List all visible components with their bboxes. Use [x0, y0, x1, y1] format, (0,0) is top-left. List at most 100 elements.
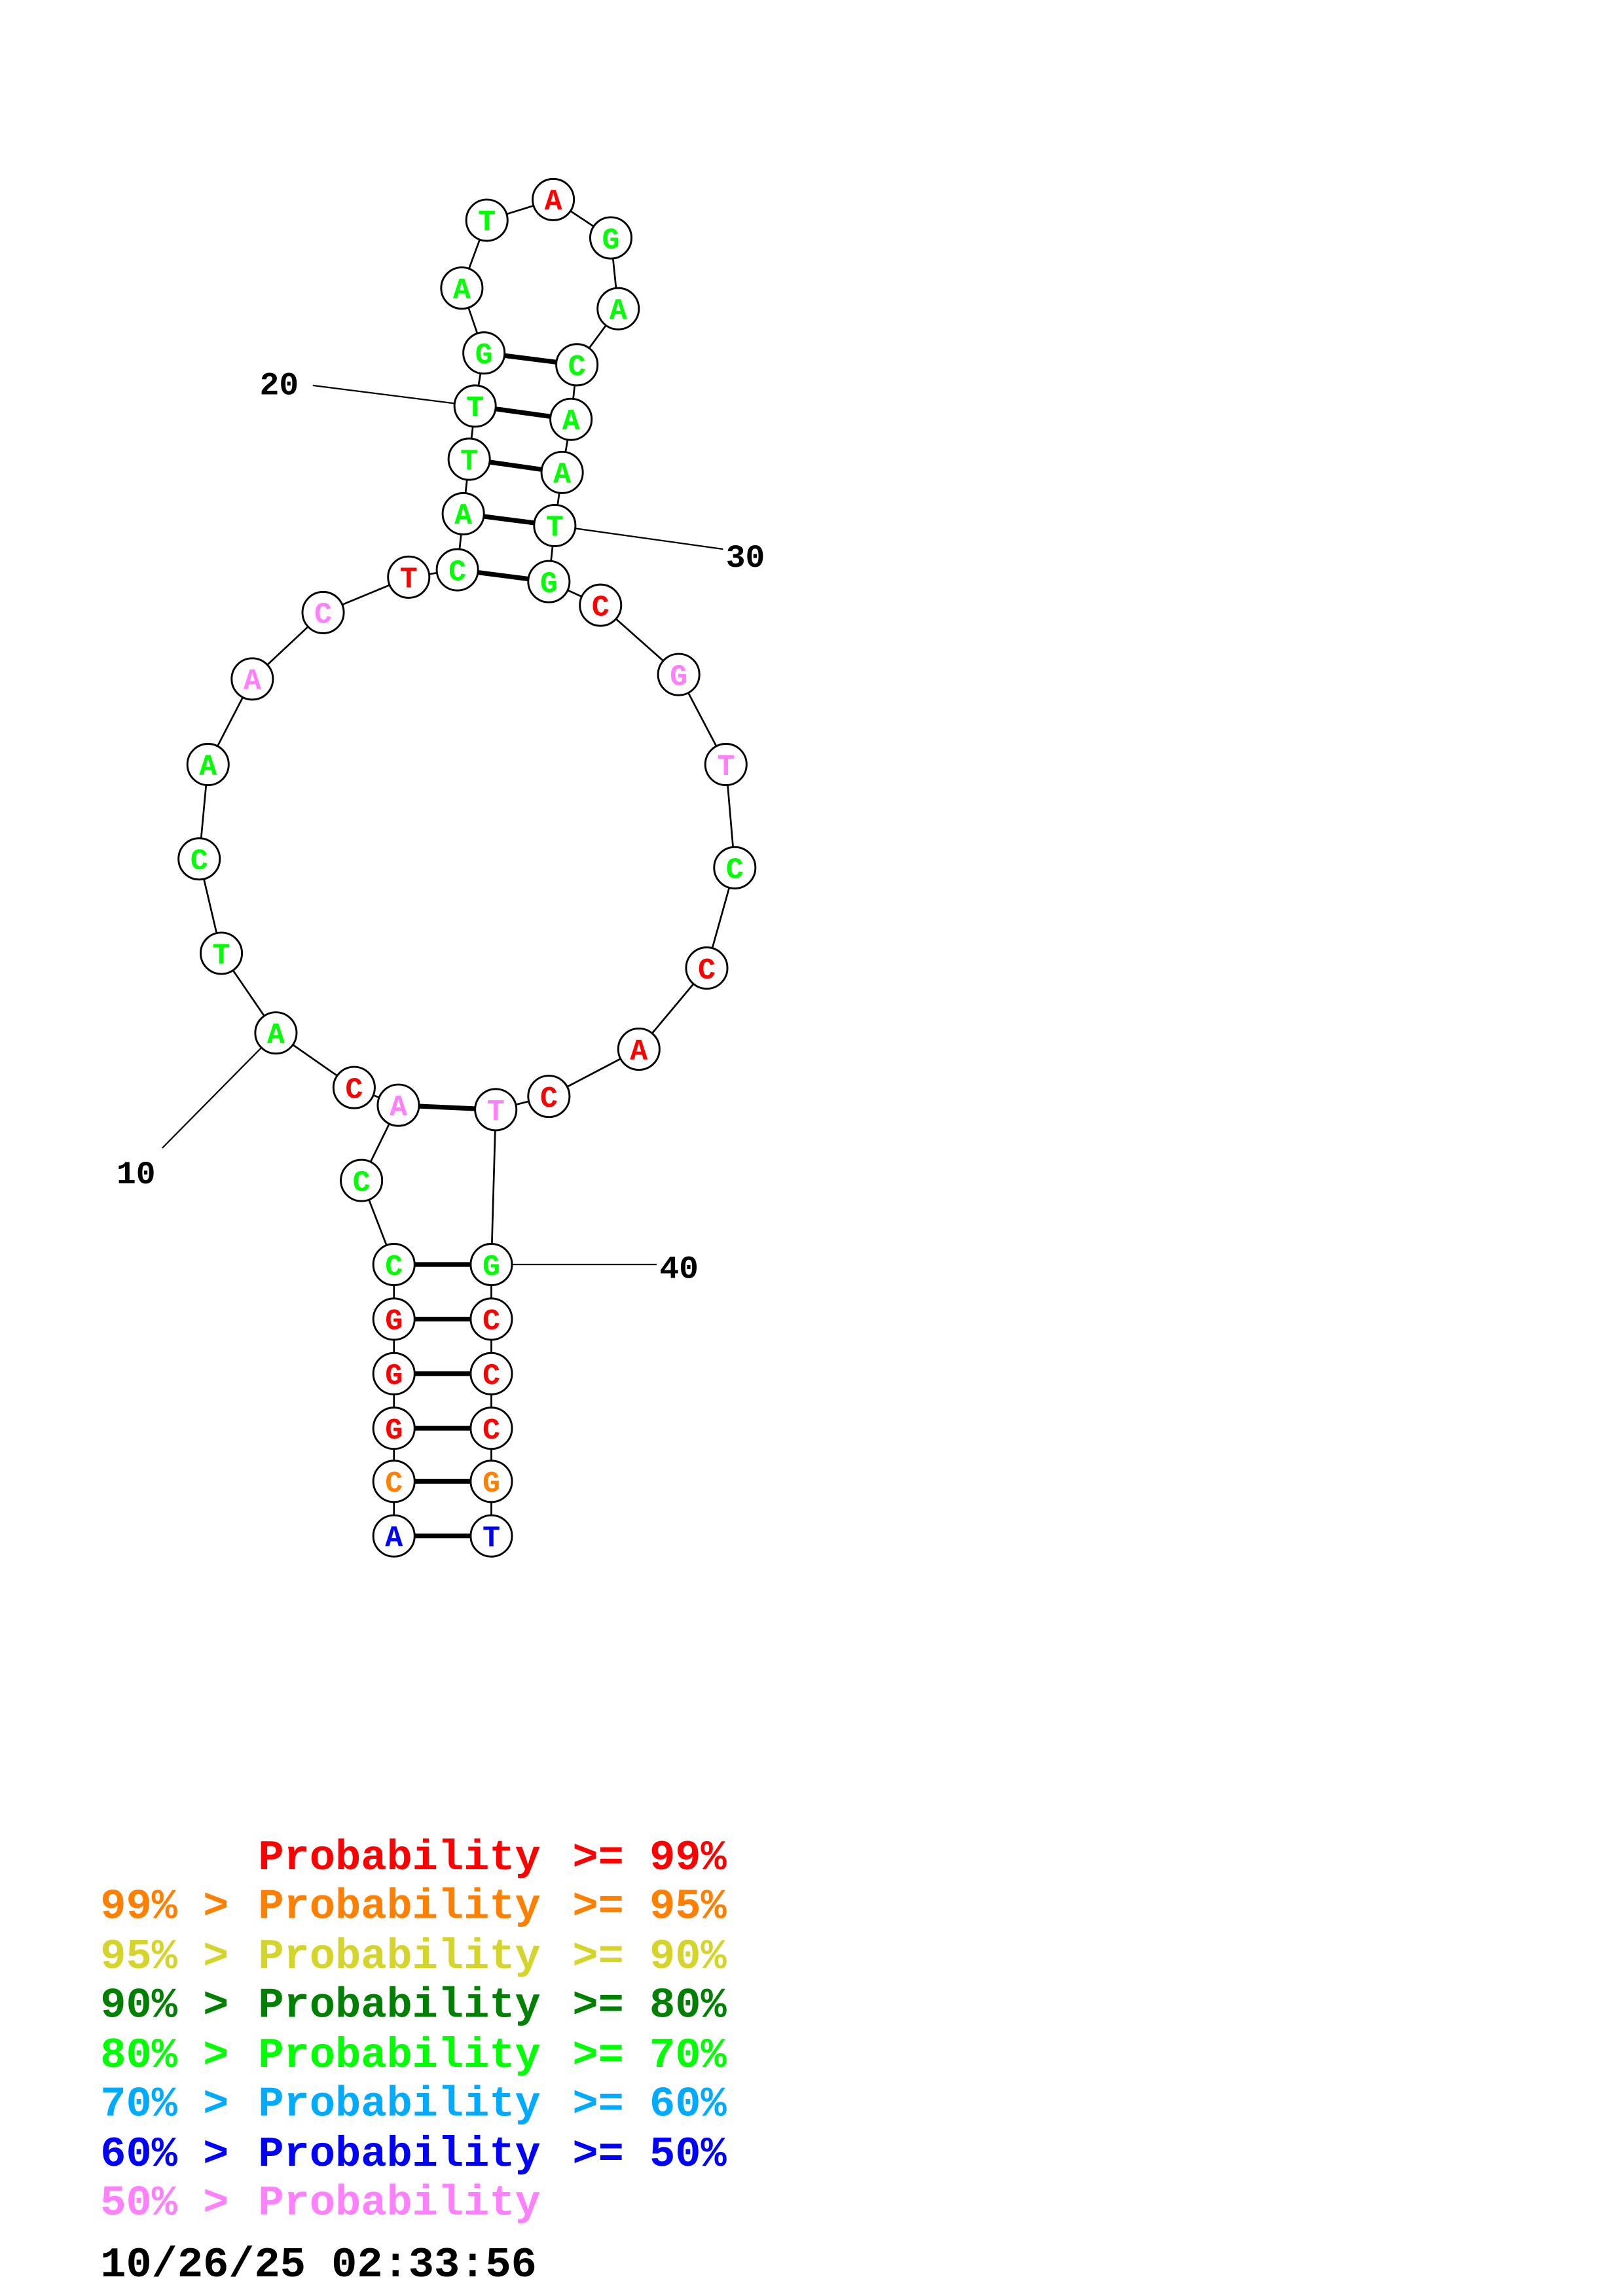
nucleotide-letter: A	[385, 1521, 403, 1555]
legend-threshold: >= 60%	[572, 2080, 727, 2128]
nucleotide-circle	[453, 384, 497, 428]
label-leader-10	[162, 1032, 277, 1149]
nucleotide-6: C	[372, 1243, 416, 1287]
nucleotide-7: C	[340, 1158, 384, 1202]
legend-prefix: 90% >	[100, 1981, 228, 2030]
nucleotide-circle	[704, 743, 748, 787]
nucleotide-circle	[387, 555, 431, 599]
nucleotide-circle	[527, 1075, 571, 1119]
nucleotide-circle	[372, 1352, 416, 1395]
nucleotide-37: A	[617, 1027, 661, 1071]
nucleotide-letter: G	[385, 1359, 403, 1393]
nucleotide-circle	[474, 1088, 518, 1132]
legend-label: Probability	[258, 1834, 540, 1882]
nucleotide-letter: C	[483, 1359, 500, 1393]
nucleotide-letter: A	[562, 404, 581, 439]
nucleotide-letter: A	[630, 1035, 648, 1069]
legend-prefix: 80% >	[100, 2032, 228, 2080]
nucleotide-circle	[617, 1027, 661, 1071]
nucleotide-letter: G	[483, 1250, 500, 1284]
nucleotide-43: C	[469, 1407, 513, 1450]
legend-prefix: 50% >	[100, 2179, 228, 2227]
legend-row: 90% > Probability >= 80%	[100, 1981, 727, 2030]
nucleotide-45: T	[469, 1514, 513, 1558]
nucleotide-13: A	[186, 743, 230, 787]
nucleotide-letter: C	[314, 598, 332, 632]
nucleotide-15: C	[301, 590, 345, 634]
nucleotide-circle	[372, 1407, 416, 1450]
nucleotide-25: G	[589, 216, 633, 260]
nucleotide-circle	[685, 946, 729, 990]
nucleotide-letter: C	[483, 1304, 500, 1338]
nucleotide-28: A	[549, 397, 593, 441]
nucleotide-letter: G	[385, 1304, 403, 1338]
legend-label: Probability	[258, 1981, 540, 2030]
position-label-30: 30	[726, 540, 765, 577]
legend-prefix: 60% >	[100, 2130, 228, 2179]
nucleotide-letter: G	[385, 1414, 403, 1448]
nucleotide-circle	[469, 1352, 513, 1395]
nucleotide-letter: T	[213, 939, 230, 973]
nucleotide-42: C	[469, 1352, 513, 1395]
nucleotide-39: T	[474, 1088, 518, 1132]
nucleotide-19: T	[447, 437, 491, 481]
legend-label: Probability	[258, 1933, 540, 1981]
nucleotide-circle	[372, 1460, 416, 1503]
nucleotide-letter: C	[385, 1250, 403, 1284]
nucleotide-letter: T	[466, 391, 484, 425]
nucleotide-17: C	[435, 548, 479, 592]
nucleotide-35: C	[713, 846, 757, 889]
nucleotide-letter: C	[726, 853, 744, 888]
nucleotide-letter: C	[592, 590, 610, 624]
legend-row: Probability>= 99%	[258, 1834, 727, 1882]
nucleotide-44: G	[469, 1460, 513, 1503]
nucleotide-circle	[440, 266, 484, 310]
nucleotide-circle	[372, 1243, 416, 1287]
legend-row: 95% > Probability >= 90%	[100, 1933, 727, 1981]
nucleotide-letter: A	[244, 664, 262, 698]
nucleotide-16: T	[387, 555, 431, 599]
legend-label: Probability	[258, 2130, 540, 2179]
nucleotide-letter: T	[487, 1095, 505, 1129]
legend-prefix: 95% >	[100, 1933, 228, 1981]
nucleotide-letter: C	[448, 555, 466, 589]
nucleotide-2: C	[372, 1460, 416, 1503]
legend-label: Probability	[258, 2080, 540, 2128]
nucleotide-circle	[301, 590, 345, 634]
label-leader-20	[312, 384, 475, 407]
nucleotide-circle	[533, 503, 577, 547]
nucleotide-40: G	[469, 1243, 513, 1287]
nucleotide-38: C	[527, 1075, 571, 1119]
nucleotide-circle	[549, 397, 593, 441]
legend-threshold: >= 90%	[572, 1933, 727, 1981]
nucleotide-circle	[186, 743, 230, 787]
nucleotide-9: C	[332, 1066, 376, 1109]
legend-threshold: >= 80%	[572, 1981, 727, 2030]
nucleotide-letter: C	[385, 1467, 403, 1501]
nucleotide-letter: C	[698, 954, 716, 988]
legend-threshold: >= 70%	[572, 2032, 727, 2080]
nucleotide-21: G	[462, 331, 506, 375]
nucleotide-1: A	[372, 1514, 416, 1558]
nucleotide-24: A	[532, 177, 575, 221]
nucleotide-14: A	[230, 657, 274, 701]
nucleotide-letter: C	[353, 1166, 371, 1200]
nucleotide-circle	[372, 1514, 416, 1558]
nucleotide-circle	[435, 548, 479, 592]
nucleotide-32: C	[579, 583, 623, 627]
nucleotide-letter: C	[191, 844, 208, 878]
backbone-link	[490, 1109, 497, 1265]
nucleotide-letter: T	[717, 750, 735, 784]
nucleotide-12: C	[177, 837, 221, 881]
nucleotide-27: C	[555, 343, 599, 387]
nucleotide-circle	[527, 560, 571, 603]
nucleotide-circle	[340, 1158, 384, 1202]
legend-label: Probability	[258, 2032, 540, 2080]
nucleotide-circle	[579, 583, 623, 627]
nucleotide-31: G	[527, 560, 571, 603]
legend-label: Probability	[258, 1882, 540, 1931]
legend-label: Probability	[258, 2179, 540, 2227]
nucleotide-circle	[254, 1011, 298, 1055]
position-label-10: 10	[117, 1157, 156, 1193]
